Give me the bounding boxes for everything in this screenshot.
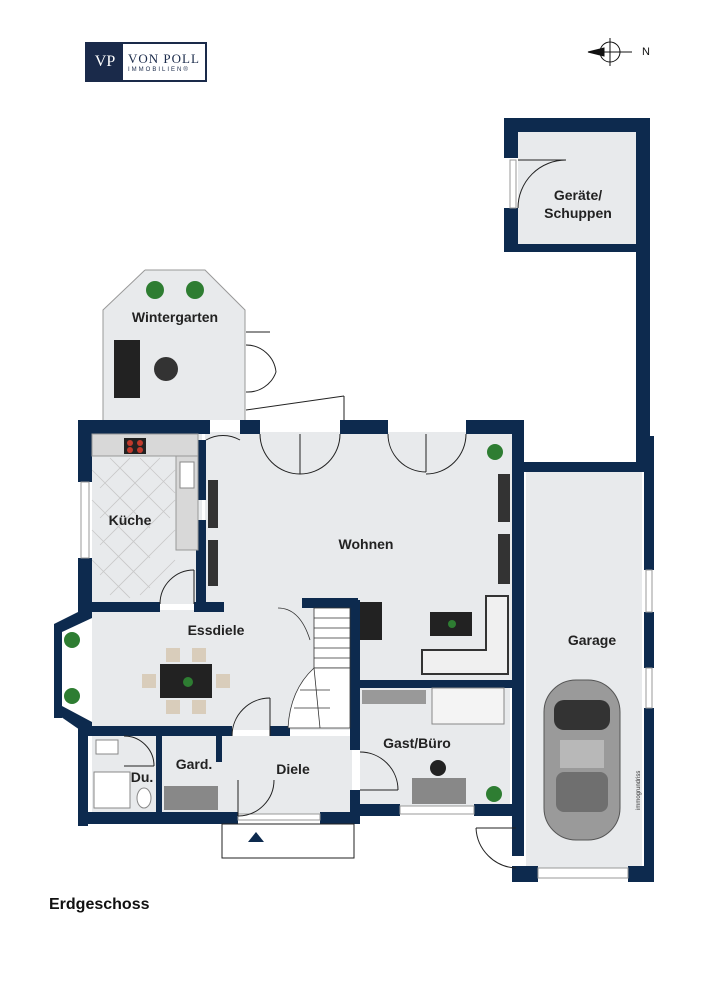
label-diele: Diele bbox=[276, 761, 310, 777]
tv-armchair bbox=[360, 602, 382, 640]
side-note: immogrundriss bbox=[636, 770, 642, 810]
compass-icon bbox=[587, 38, 632, 66]
plant-icon bbox=[487, 444, 503, 460]
windows bbox=[80, 159, 653, 879]
label-wintergarten: Wintergarten bbox=[132, 309, 218, 325]
logo-mark: VP bbox=[87, 44, 123, 80]
floor-title: Erdgeschoss bbox=[49, 896, 150, 913]
logo-text: VON POLL IMMOBILIEN® bbox=[123, 51, 200, 73]
sofa bbox=[421, 595, 509, 675]
furniture bbox=[91, 340, 510, 810]
diele-floor bbox=[218, 736, 352, 814]
label-du: Du. bbox=[131, 769, 154, 785]
label-kueche: Küche bbox=[109, 512, 152, 528]
von-poll-logo: VP VON POLL IMMOBILIEN® bbox=[85, 42, 207, 82]
sink-icon bbox=[179, 461, 195, 489]
entrance-step bbox=[221, 823, 355, 859]
plant-icon bbox=[64, 688, 80, 704]
toilet bbox=[136, 787, 152, 809]
plant-icon bbox=[186, 281, 204, 299]
logo-name: VON POLL bbox=[128, 51, 200, 66]
label-garage: Garage bbox=[568, 632, 616, 648]
cooktop-icon bbox=[124, 438, 146, 454]
plant-icon bbox=[486, 786, 502, 802]
label-geraete-1: Geräte/ bbox=[554, 187, 602, 203]
plant-icon bbox=[146, 281, 164, 299]
walls bbox=[54, 118, 654, 882]
plant-icon bbox=[183, 677, 193, 687]
wintergarten-table bbox=[154, 357, 178, 381]
wardrobe bbox=[164, 786, 218, 810]
entrance-arrow-icon bbox=[248, 832, 264, 842]
label-essdiele: Essdiele bbox=[188, 622, 245, 638]
compass-north-label: N bbox=[642, 46, 650, 58]
car-icon bbox=[543, 679, 621, 841]
desk bbox=[412, 778, 466, 804]
plant-icon bbox=[448, 620, 456, 628]
logo-sub: IMMOBILIEN® bbox=[128, 67, 190, 73]
kitchen-tiles bbox=[91, 457, 176, 599]
label-gast-buero: Gast/Büro bbox=[383, 735, 451, 751]
label-geraete-2: Schuppen bbox=[544, 205, 612, 221]
shower-tray bbox=[93, 771, 131, 809]
label-wohnen: Wohnen bbox=[339, 536, 394, 552]
bath-sink bbox=[95, 739, 119, 755]
office-chair bbox=[430, 760, 446, 776]
plant-icon bbox=[64, 632, 80, 648]
wintergarten-sofa bbox=[114, 340, 140, 398]
guest-bed bbox=[431, 687, 505, 725]
plants bbox=[64, 281, 503, 802]
room-labels: Wintergarten Geräte/ Schuppen Küche Wohn… bbox=[109, 187, 617, 785]
staircase bbox=[277, 607, 351, 729]
label-gard: Gard. bbox=[176, 756, 213, 772]
geraete-floor bbox=[518, 132, 636, 244]
doors bbox=[123, 159, 567, 869]
